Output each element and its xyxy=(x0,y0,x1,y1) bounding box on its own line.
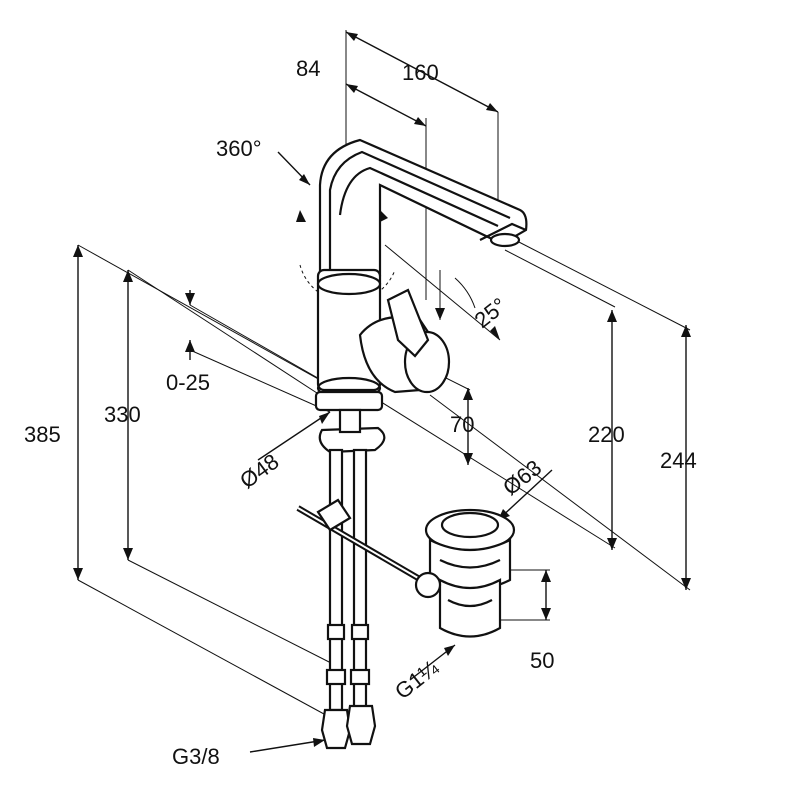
dim-supply-thread: G3/8 xyxy=(172,744,220,769)
dim-top-offset: 84 xyxy=(296,56,320,81)
dim-outlet-height: 70 xyxy=(450,412,474,437)
waste-valve xyxy=(414,508,516,638)
dim-spout-height: 220 xyxy=(588,422,625,447)
dim-top-length: 160 xyxy=(402,60,439,85)
dimension-lines xyxy=(77,30,691,753)
mounting-kit xyxy=(318,408,386,750)
dim-rotation: 360° xyxy=(216,136,262,161)
dim-tap-height: 244 xyxy=(660,448,697,473)
dim-pop-up-range: 0-25 xyxy=(166,370,210,395)
dim-deck-height: 330 xyxy=(104,402,141,427)
pop-up-rod xyxy=(296,498,432,588)
dim-waste-thread: G1¼ xyxy=(390,655,443,704)
dim-waste-diameter: Ø63 xyxy=(498,455,546,500)
dim-lever-angle: 25° xyxy=(470,293,512,333)
dim-waste-length: 50 xyxy=(530,648,554,673)
dim-total-height: 385 xyxy=(24,422,61,447)
arrow-heads xyxy=(73,32,691,747)
faucet-lever xyxy=(358,288,451,394)
dim-base-diameter: Ø48 xyxy=(235,449,283,494)
faucet-spout xyxy=(318,138,528,277)
